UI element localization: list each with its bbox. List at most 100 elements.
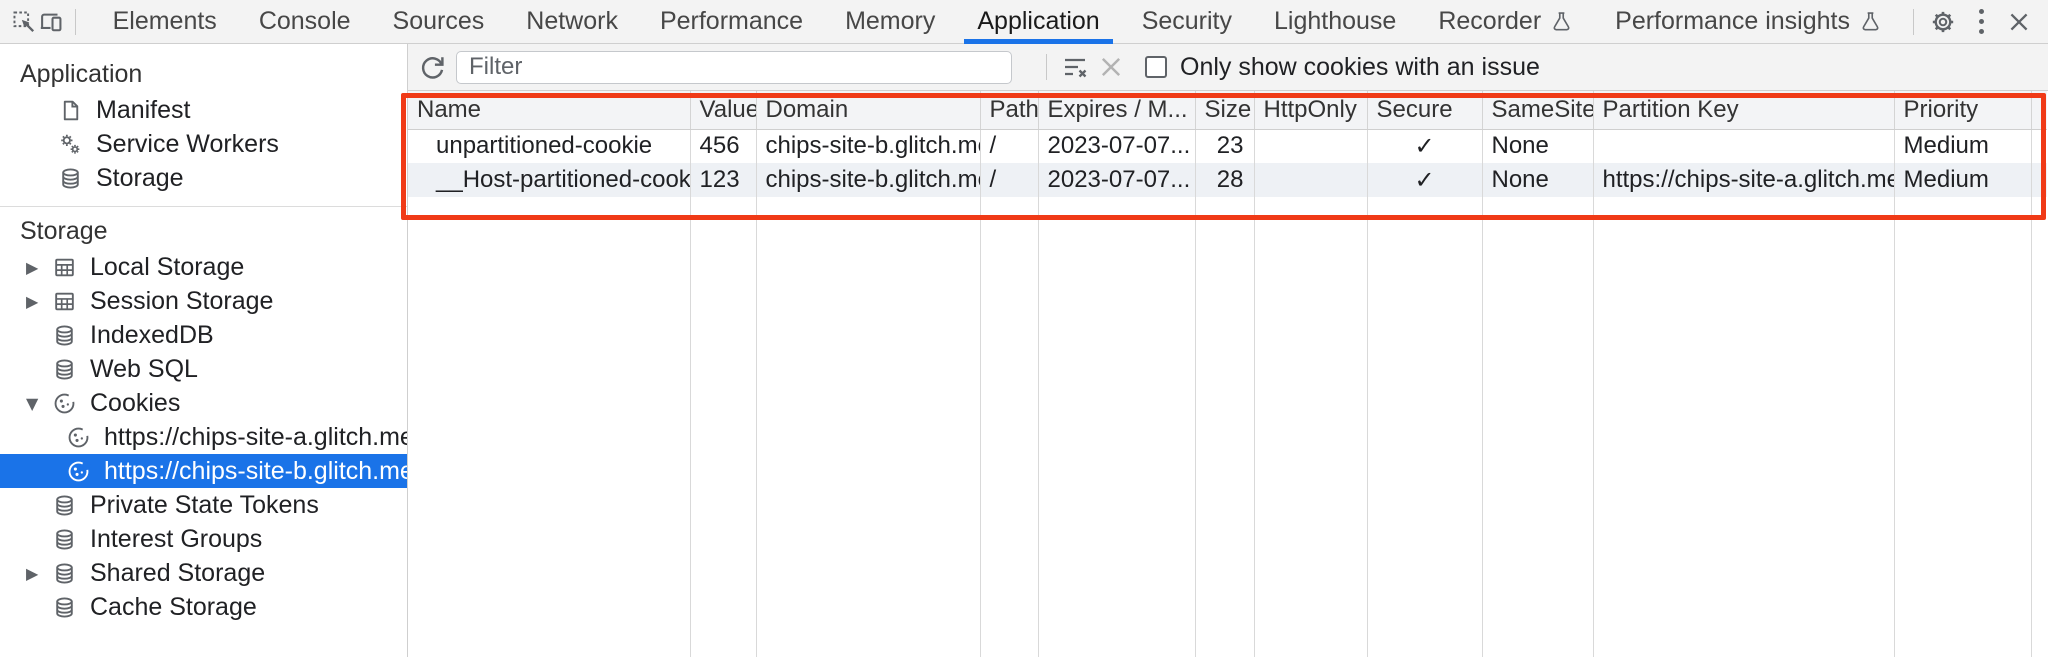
sidebar-item-indexeddb[interactable]: IndexedDB	[0, 318, 407, 352]
cell-path[interactable]: /	[980, 163, 1039, 197]
cell-domain[interactable]: chips-site-b.glitch.me	[756, 129, 981, 163]
database-icon	[52, 561, 77, 586]
column-header-value[interactable]: Value	[690, 91, 757, 130]
chevron-collapsed-icon[interactable]: ▶	[26, 291, 39, 311]
cell-value[interactable]: 456	[690, 129, 757, 163]
cookie-icon	[52, 391, 77, 416]
cell-secure-checkmark[interactable]: ✓	[1367, 163, 1483, 197]
column-header-priority[interactable]: Priority	[1894, 91, 2032, 130]
cell-samesite[interactable]: None	[1482, 129, 1594, 163]
tab-memory[interactable]: Memory	[845, 7, 936, 35]
cell-domain[interactable]: chips-site-b.glitch.me	[756, 163, 981, 197]
cell-path[interactable]: /	[980, 129, 1039, 163]
sidebar-item-label: Manifest	[96, 95, 191, 124]
cell-filler	[2031, 163, 2047, 197]
tab-security[interactable]: Security	[1141, 7, 1232, 35]
sidebar-item-label: https://chips-site-b.glitch.me	[104, 456, 408, 485]
sidebar-item-label: Cache Storage	[90, 592, 257, 621]
cell-partition-key[interactable]	[1593, 129, 1895, 163]
database-icon	[52, 527, 77, 552]
settings-gear-icon	[1930, 9, 1956, 35]
sidebar-item-cookies[interactable]: ▼ Cookies	[0, 386, 407, 420]
clear-icon	[1097, 53, 1125, 81]
tab-performance[interactable]: Performance	[659, 7, 804, 35]
sidebar-item-label: Web SQL	[90, 354, 198, 383]
column-header-httponly[interactable]: HttpOnly	[1254, 91, 1368, 130]
close-devtools-button[interactable]	[2000, 3, 2038, 41]
cell-expires[interactable]: 2023-07-07...	[1038, 163, 1196, 197]
toggle-device-toolbar-button[interactable]	[37, 3, 64, 41]
sidebar-item-local-storage[interactable]: ▶ Local Storage	[0, 250, 407, 284]
column-header-expires[interactable]: Expires / M...	[1038, 91, 1196, 130]
cell-httponly[interactable]	[1254, 163, 1368, 197]
tab-performance-insights[interactable]: Performance insights	[1594, 0, 1903, 44]
tab-elements[interactable]: Elements	[112, 7, 217, 35]
sidebar-item-interest-groups[interactable]: Interest Groups	[0, 522, 407, 556]
column-header-partition-key[interactable]: Partition Key	[1593, 91, 1895, 130]
cell-partition-key[interactable]: https://chips-site-a.glitch.me	[1593, 163, 1895, 197]
clear-filter-button[interactable]	[1057, 49, 1093, 85]
chevron-collapsed-icon[interactable]: ▶	[26, 257, 39, 277]
tab-application[interactable]: Application	[956, 0, 1120, 44]
sidebar-item-session-storage[interactable]: ▶ Session Storage	[0, 284, 407, 318]
reload-button[interactable]	[414, 49, 450, 85]
sidebar-item-manifest[interactable]: Manifest	[0, 93, 407, 127]
cell-size[interactable]: 23	[1195, 129, 1255, 163]
flask-experiment-icon	[1550, 10, 1573, 33]
cell-name[interactable]: unpartitioned-cookie	[408, 129, 691, 163]
table-icon	[52, 255, 77, 280]
flask-experiment-icon	[1859, 10, 1882, 33]
cell-value[interactable]: 123	[690, 163, 757, 197]
cell-name[interactable]: __Host-partitioned-cookie	[408, 163, 691, 197]
cell-secure-checkmark[interactable]: ✓	[1367, 129, 1483, 163]
cell-samesite[interactable]: None	[1482, 163, 1594, 197]
chevron-collapsed-icon[interactable]: ▶	[26, 563, 39, 583]
cell-httponly[interactable]	[1254, 129, 1368, 163]
column-header-name[interactable]: Name	[408, 91, 691, 130]
more-options-button[interactable]	[1962, 3, 2000, 41]
database-icon	[52, 323, 77, 348]
column-header-domain[interactable]: Domain	[756, 91, 981, 130]
cookies-toolbar: Only show cookies with an issue	[408, 44, 2048, 91]
database-icon	[52, 357, 77, 382]
close-icon	[2006, 9, 2032, 35]
service-workers-gears-icon	[58, 132, 83, 157]
sidebar-item-cookies-chips-site-a[interactable]: https://chips-site-a.glitch.me	[0, 420, 407, 454]
toolbar-divider	[74, 8, 76, 35]
sidebar-item-cookies-chips-site-b[interactable]: https://chips-site-b.glitch.me	[0, 454, 407, 488]
clear-cookies-button[interactable]	[1093, 49, 1129, 85]
cookies-panel: Only show cookies with an issue Name Val…	[401, 44, 2048, 657]
column-header-secure[interactable]: Secure	[1367, 91, 1483, 130]
only-issues-checkbox[interactable]	[1145, 56, 1167, 78]
chevron-expanded-icon[interactable]: ▼	[26, 393, 39, 413]
settings-button[interactable]	[1924, 3, 1962, 41]
sidebar-item-label: IndexedDB	[90, 320, 214, 349]
inspect-element-button[interactable]	[10, 3, 37, 41]
cell-size[interactable]: 28	[1195, 163, 1255, 197]
inspect-icon	[11, 9, 37, 35]
filter-input[interactable]	[456, 50, 1012, 84]
tab-console[interactable]: Console	[258, 7, 351, 35]
table-row[interactable]: unpartitioned-cookie 456 chips-site-b.gl…	[408, 129, 2047, 163]
only-issues-checkbox-label[interactable]: Only show cookies with an issue	[1180, 52, 1540, 81]
tab-lighthouse[interactable]: Lighthouse	[1274, 7, 1397, 35]
sidebar-item-shared-storage[interactable]: ▶ Shared Storage	[0, 556, 407, 590]
sidebar-item-cache-storage[interactable]: Cache Storage	[0, 590, 407, 624]
sidebar-item-service-workers[interactable]: Service Workers	[0, 127, 407, 161]
cell-expires[interactable]: 2023-07-07...	[1038, 129, 1196, 163]
tab-recorder[interactable]: Recorder	[1417, 0, 1594, 44]
cell-priority[interactable]: Medium	[1894, 129, 2032, 163]
sidebar-item-private-state-tokens[interactable]: Private State Tokens	[0, 488, 407, 522]
tab-sources[interactable]: Sources	[392, 7, 485, 35]
column-header-size[interactable]: Size	[1195, 91, 1255, 130]
column-header-path[interactable]: Path	[980, 91, 1039, 130]
column-header-samesite[interactable]: SameSite	[1482, 91, 1594, 130]
table-row[interactable]: __Host-partitioned-cookie 123 chips-site…	[408, 163, 2047, 197]
devtools-body: Application Manifest Service Workers Sto…	[0, 44, 2048, 657]
sidebar-item-storage[interactable]: Storage	[0, 161, 407, 195]
tab-network[interactable]: Network	[526, 7, 618, 35]
sidebar-item-web-sql[interactable]: Web SQL	[0, 352, 407, 386]
sidebar-item-label: Storage	[96, 163, 184, 192]
section-title-storage: Storage	[20, 217, 108, 245]
cell-priority[interactable]: Medium	[1894, 163, 2032, 197]
